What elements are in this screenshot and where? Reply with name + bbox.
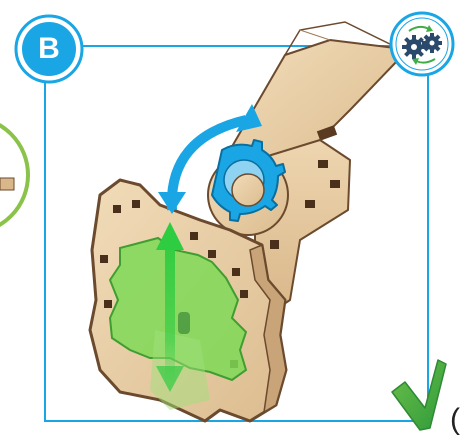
trailing-glyph: (: [450, 405, 460, 435]
gears-icon: [389, 11, 455, 77]
step-badge: [14, 14, 84, 84]
side-detail-circle: [0, 117, 28, 233]
check-mark-icon: [392, 360, 446, 430]
